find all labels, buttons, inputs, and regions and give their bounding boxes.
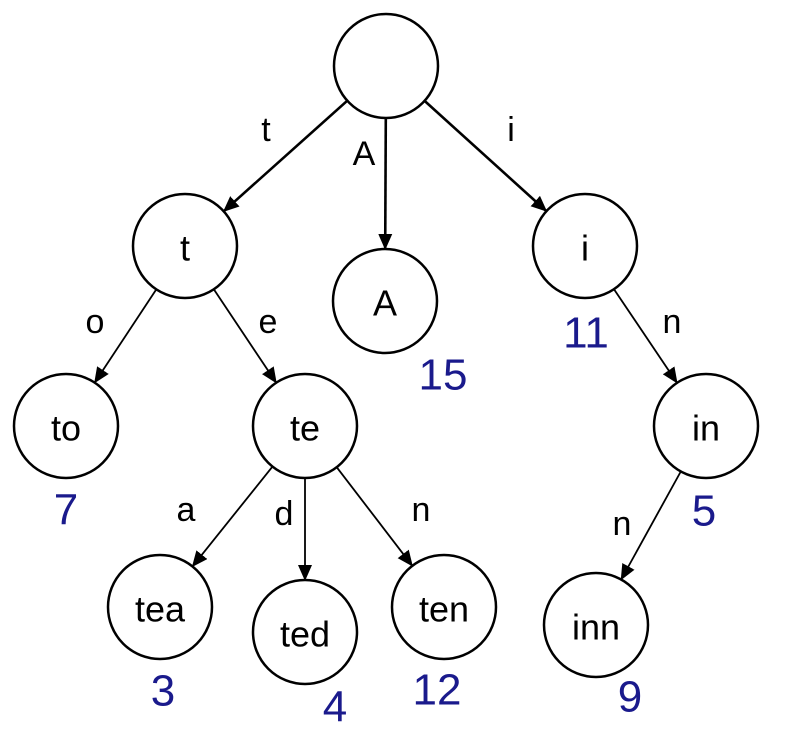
node-inn: inn [542,571,650,679]
edge-in-inn [620,471,682,581]
edge-label-te-ted: d [275,495,294,533]
node-label-i: i [581,228,589,269]
node-value-A: 15 [419,351,468,400]
edge-root-t [222,99,349,213]
node-label-te: te [290,408,320,449]
node-value-tea: 3 [151,667,175,716]
edge-label-root-t: t [261,111,271,149]
node-label-in: in [692,408,720,449]
node-value-to: 7 [54,486,78,535]
edge-te-ten [335,466,414,567]
node-value-inn: 9 [618,673,642,722]
edge-label-t-to: o [86,303,105,341]
node-label-ten: ten [419,589,469,630]
node-circle-A [331,247,439,355]
edge-t-to [93,288,158,384]
node-label-to: to [51,408,81,449]
node-circle-i [531,192,639,300]
node-tea: tea [106,553,214,661]
node-ted: ted [251,578,359,686]
node-circle-tea [106,553,214,661]
node-circle-root [332,12,440,120]
edge-label-root-A: A [353,135,376,173]
node-label-inn: inn [572,607,620,648]
node-in: in [652,372,760,480]
node-circle-inn [542,571,650,679]
node-label-A: A [373,283,397,324]
edge-i-in [613,288,678,384]
edge-label-in-inn: n [613,505,632,543]
edge-te-tea [191,466,274,568]
node-t: t [131,192,239,300]
node-circle-te [251,372,359,480]
edge-label-t-te: e [259,303,278,341]
node-label-ted: ted [280,614,330,655]
node-value-i: 11 [563,309,609,358]
node-value-in: 5 [692,487,716,536]
node-value-ten: 12 [413,666,462,715]
edge-root-i [423,99,548,213]
node-circle-ted [251,578,359,686]
edge-label-te-ten: n [412,491,431,529]
node-circle-t [131,192,239,300]
edge-label-i-in: n [663,303,682,341]
node-te: te [251,372,359,480]
node-circle-ten [390,553,498,661]
node-root [332,12,440,120]
node-to: to [12,372,120,480]
edge-label-root-i: i [507,111,515,149]
node-i: i [531,192,639,300]
values-layer: 15 11 7 5 3 4 12 9 [54,309,716,732]
node-label-tea: tea [135,589,186,630]
node-circle-to [12,372,120,480]
edge-label-te-tea: a [177,491,196,529]
edge-t-te [213,288,277,384]
edge-root-A [378,117,393,250]
node-A: A [331,247,439,355]
node-ten: ten [390,553,498,661]
node-value-ted: 4 [323,683,347,732]
node-label-t: t [180,228,190,269]
node-circle-in [652,372,760,480]
